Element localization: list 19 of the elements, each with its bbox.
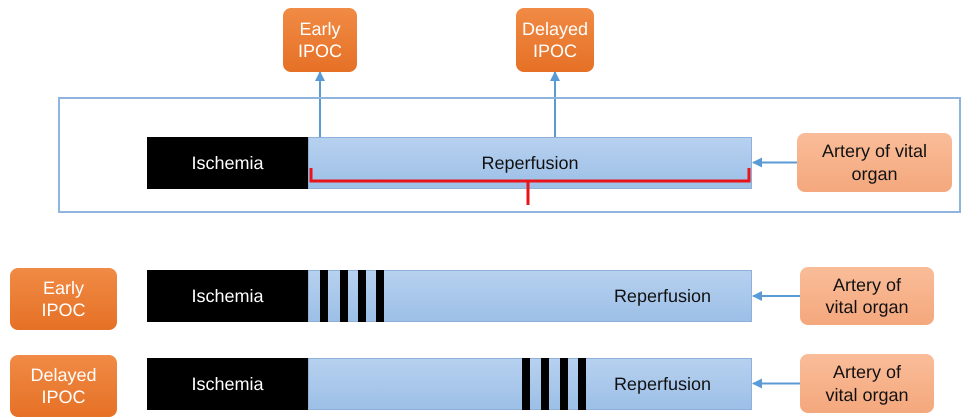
artery-label: Artery of vital organ [800,354,934,413]
arrow [315,71,325,137]
arrow [752,378,800,388]
callout-label: Delayed IPOC [10,355,117,417]
arrow [752,158,797,168]
arrow [550,71,560,137]
arrow [752,291,800,301]
artery-label: Artery of vital organ [800,267,934,325]
reperfusion-segment: Reperfusion [308,137,752,189]
ischemia-segment: Ischemia [147,270,308,322]
reperfusion-segment: Reperfusion [308,358,752,410]
callout-label: Early IPOC [10,268,117,330]
ischemia-segment: Ischemia [147,137,308,189]
reperfusion-segment: Reperfusion [308,270,752,322]
ischemia-segment: Ischemia [147,358,308,410]
callout-label: Early IPOC [283,8,357,72]
callout-label: Delayed IPOC [516,8,594,72]
timeline-frame [58,97,961,213]
artery-label: Artery of vital organ [797,133,952,192]
